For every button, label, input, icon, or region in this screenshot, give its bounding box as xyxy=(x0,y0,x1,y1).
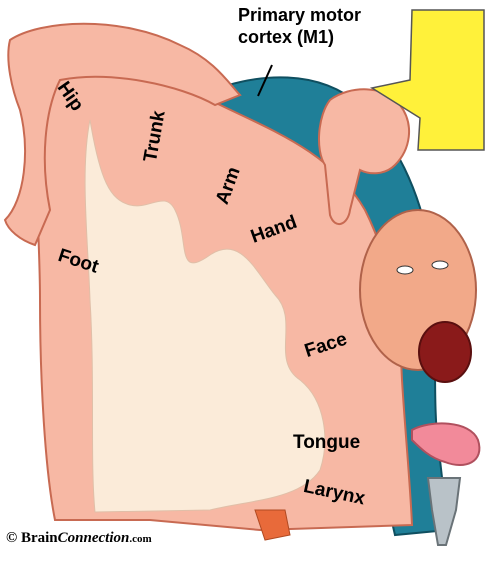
image-credit: © BrainConnection.com xyxy=(6,530,152,547)
cortex-fold-bottom xyxy=(255,510,290,540)
diagram-title-line1: Primary motor xyxy=(238,5,361,26)
larynx-illustration xyxy=(428,478,460,545)
label-tongue: Tongue xyxy=(293,432,360,454)
credit-italic: Connection xyxy=(58,530,130,546)
credit-prefix: © Brain xyxy=(6,530,58,546)
eye-left-icon xyxy=(397,266,413,274)
mouth-illustration xyxy=(419,322,471,382)
eye-right-icon xyxy=(432,261,448,269)
credit-suffix: .com xyxy=(129,533,151,545)
diagram-title-line2: cortex (M1) xyxy=(238,27,334,48)
